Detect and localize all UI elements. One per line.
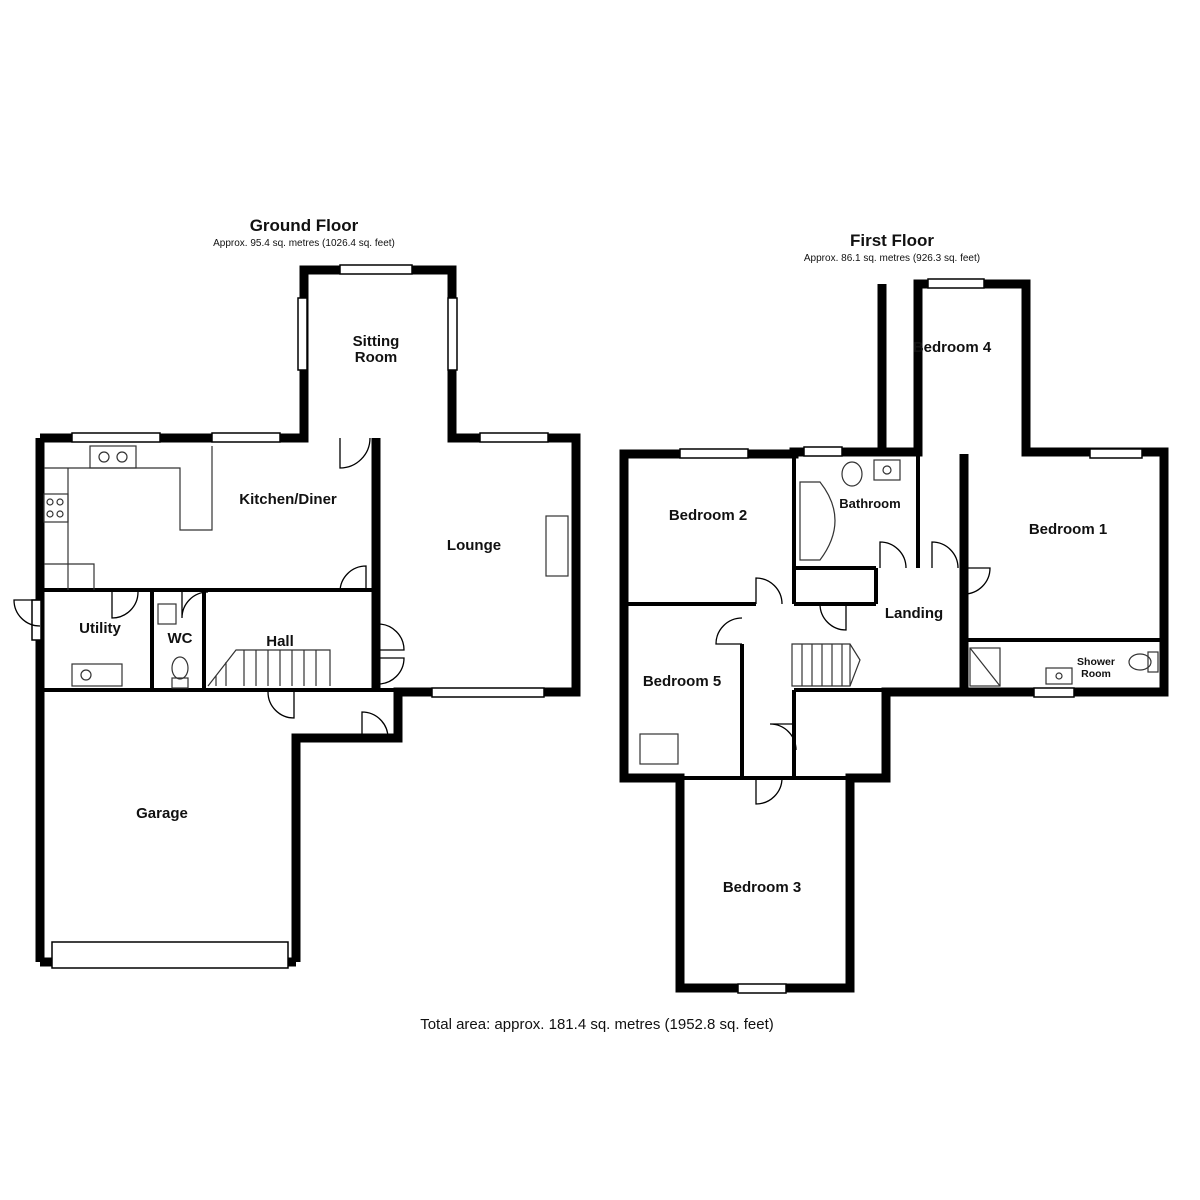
windows: [31, 264, 549, 969]
first-floor-plan: Bedroom 4 Bedroom 2 Bathroom Bedroom 1 L…: [619, 278, 1169, 994]
room-label-bedroom-5: Bedroom 5: [643, 673, 721, 690]
room-label-shower-room-2: Room: [1081, 668, 1111, 680]
doors: [13, 437, 405, 739]
room-label-lounge: Lounge: [447, 537, 501, 554]
room-label-bathroom: Bathroom: [839, 496, 900, 511]
first-floor-area: Approx. 86.1 sq. metres (926.3 sq. feet): [803, 253, 981, 264]
kitchen-fixtures: [43, 445, 569, 689]
first-floor-heading: First Floor Approx. 86.1 sq. metres (926…: [792, 231, 992, 264]
interior-walls: [40, 588, 398, 692]
windows: [679, 278, 1143, 994]
ground-floor-heading: Ground Floor Approx. 95.4 sq. metres (10…: [204, 216, 404, 249]
first-stairs: [791, 643, 861, 687]
room-label-utility: Utility: [79, 620, 121, 637]
first-floor-title: First Floor: [849, 231, 935, 250]
room-label-bedroom-3: Bedroom 3: [723, 879, 801, 896]
exterior-walls: [619, 279, 1169, 993]
ground-floor-area: Approx. 95.4 sq. metres (1026.4 sq. feet…: [213, 238, 395, 249]
bathroom-fixtures: [639, 459, 1159, 765]
doors: [715, 541, 1080, 805]
room-label-sitting-room: Sitting: [353, 333, 400, 350]
interior-walls: [624, 452, 1164, 780]
room-label-bedroom-2: Bedroom 2: [669, 507, 747, 524]
room-label-sitting-room-2: Room: [355, 349, 398, 366]
ground-stairs: [207, 649, 331, 687]
room-label-shower-room: Shower: [1077, 656, 1115, 668]
room-label-wc: WC: [168, 630, 193, 647]
total-area: Total area: approx. 181.4 sq. metres (19…: [420, 1016, 774, 1033]
room-label-garage: Garage: [136, 805, 188, 822]
room-label-bedroom-1: Bedroom 1: [1029, 521, 1107, 538]
room-label-kitchen-diner: Kitchen/Diner: [239, 491, 337, 508]
room-label-landing: Landing: [885, 605, 943, 622]
room-label-bedroom-4: Bedroom 4: [913, 339, 992, 356]
room-label-hall: Hall: [266, 633, 294, 650]
ground-floor-title: Ground Floor: [249, 216, 359, 235]
ground-floor-plan: Sitting Room Kitchen/Diner Lounge Utilit…: [13, 264, 581, 969]
